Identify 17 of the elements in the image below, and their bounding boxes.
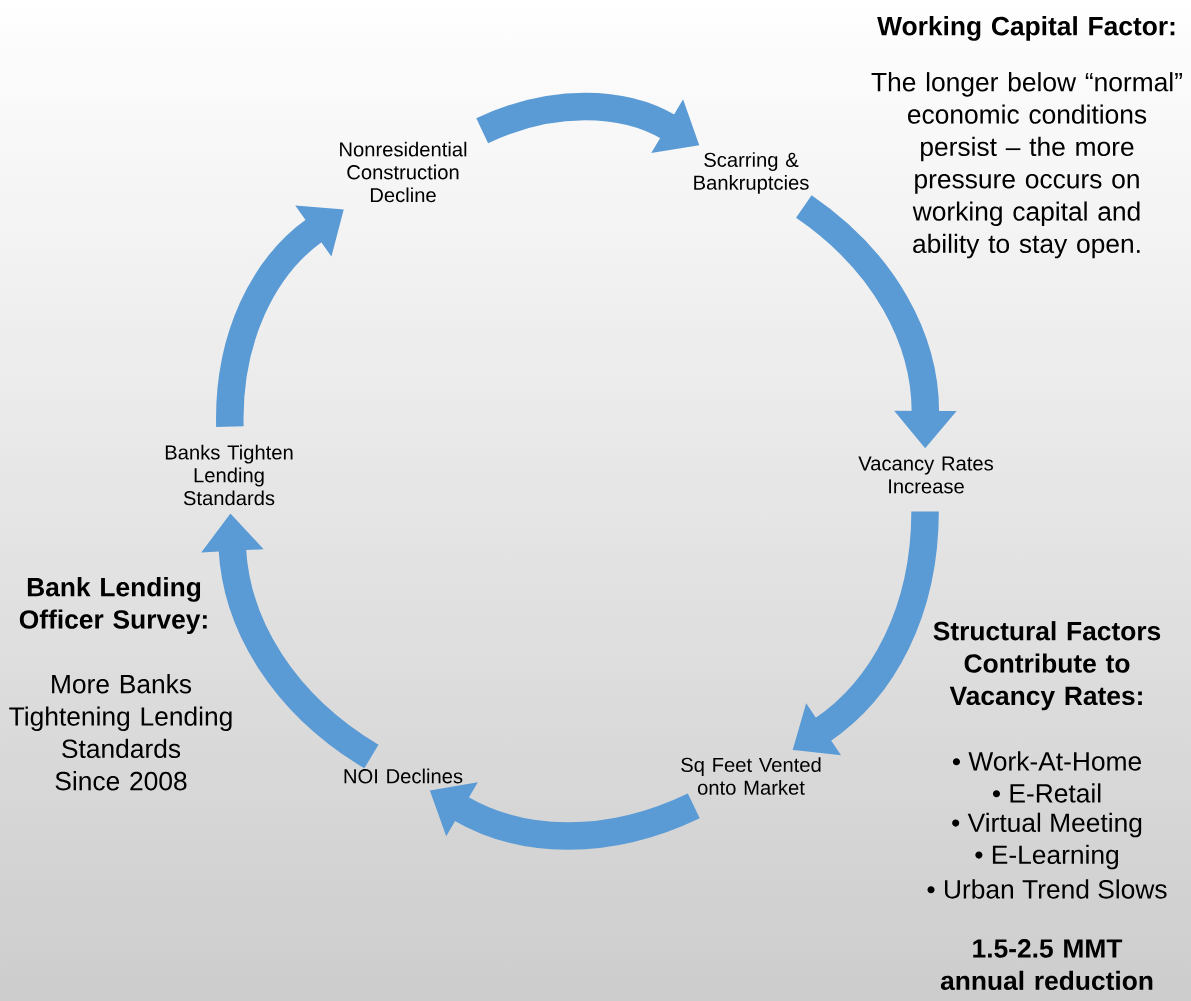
bullet-item: • E-Retail: [992, 783, 1101, 803]
bullet-item: • Virtual Meeting: [952, 812, 1142, 838]
heading: 1.5-2.5 MMT annual reduction: [940, 939, 1153, 991]
step-text: Scarring & Bankruptcies: [694, 152, 809, 194]
bullet-item: • Work-At-Home: [952, 751, 1141, 771]
bullet-item: • E-Learning: [975, 844, 1118, 870]
bullet-item: • Urban Trend Slows: [927, 879, 1167, 899]
step-text: Vacancy Rates Increase: [858, 456, 994, 494]
step-text: Sq Feet Vented onto Market: [681, 757, 821, 795]
heading: Structural Factors Contribute to Vacancy Rates:: [933, 621, 1161, 711]
step-text: Nonresidential Construction Decline: [340, 141, 467, 203]
note-text: The longer below “normal” economic conditions persist – the more pressure occurs on working capital and ability to stay open.: [871, 72, 1182, 259]
heading: Working Capital Factor:: [877, 16, 1175, 41]
step-text: Banks Tighten Lending Standards: [165, 444, 293, 506]
note-text: More Banks Tightening Lending Standards Since 2008: [9, 674, 232, 791]
heading: Bank Lending Officer Survey:: [19, 577, 207, 634]
step-text: NOI Declines: [344, 768, 463, 784]
